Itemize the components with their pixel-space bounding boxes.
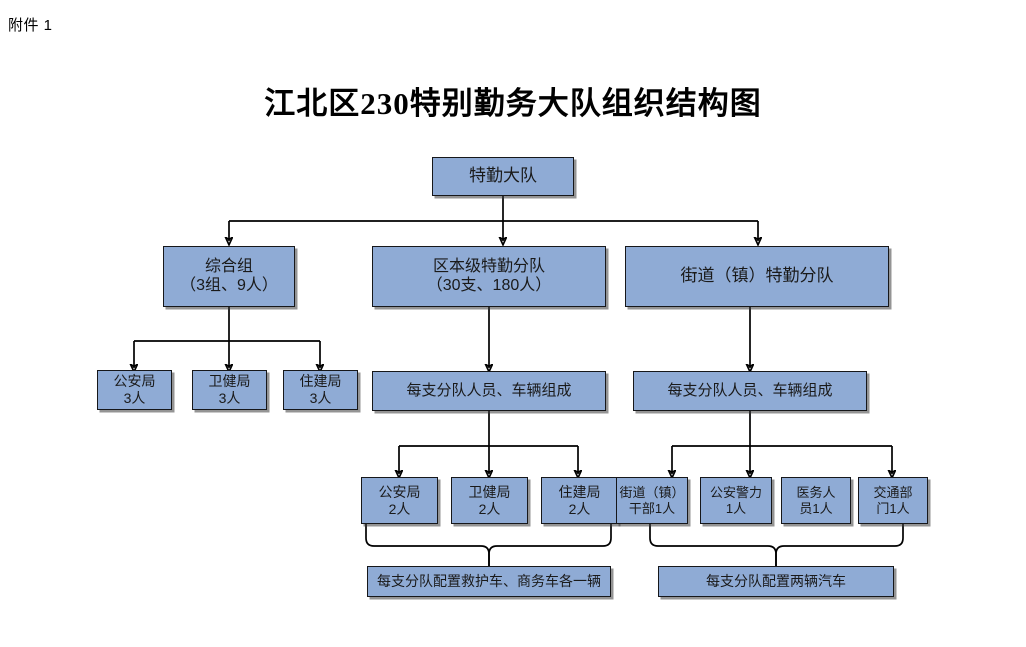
node-housing-construction-3-line1: 住建局 [299,373,342,390]
node-street-town-team[interactable]: 街道（镇）特勤分队 [625,246,889,307]
node-root[interactable]: 特勤大队 [432,157,574,196]
edge-l2b-to-depts [399,411,578,474]
node-street-town-team-line1: 街道（镇）特勤分队 [680,266,834,286]
node-transport-dept-1-line2: 门1人 [876,500,910,516]
node-medical-staff-1-line1: 医务人 [796,485,836,501]
node-public-security-3-line1: 公安局 [113,373,156,390]
edge-l1a-to-depts [134,307,320,368]
node-district-level-team-line1: 区本级特勤分队 [432,257,545,275]
node-housing-construction-2-line1: 住建局 [558,483,601,500]
node-team-composition-district-line1: 每支分队人员、车辆组成 [406,382,572,400]
node-housing-construction-2-line2: 2人 [568,500,591,517]
node-transport-dept-1-line1: 交通部 [873,485,913,501]
node-public-security-3-line2: 3人 [123,390,146,406]
node-comprehensive-group-line2: （3组、9人） [180,276,278,294]
node-comprehensive-group[interactable]: 综合组 （3组、9人） [163,246,295,307]
node-housing-construction-3-line2: 3人 [309,390,332,406]
node-vehicle-note-street-line1: 每支分队配置两辆汽车 [706,573,846,590]
node-district-level-team-line2: （30支、180人） [426,276,552,294]
node-vehicle-note-district-line1: 每支分队配置救护车、商务车各一辆 [377,573,601,590]
node-street-cadre-1[interactable]: 街道（镇） 干部1人 [616,477,688,524]
node-police-force-1-line2: 1人 [725,500,747,516]
node-health-commission-2[interactable]: 卫健局 2人 [451,477,528,524]
edge-l2c-to-units [672,411,892,474]
node-team-composition-street[interactable]: 每支分队人员、车辆组成 [633,371,867,411]
attachment-label: 附件 1 [8,17,53,34]
node-health-commission-3-line1: 卫健局 [208,373,251,390]
node-vehicle-note-street[interactable]: 每支分队配置两辆汽车 [658,566,894,597]
edge-brace-to-l4c [649,524,904,566]
node-health-commission-3-line2: 3人 [218,390,241,406]
node-public-security-2-line2: 2人 [388,500,411,517]
node-health-commission-2-line2: 2人 [478,500,501,517]
node-public-security-2-line1: 公安局 [378,483,421,500]
node-police-force-1[interactable]: 公安警力 1人 [700,477,772,524]
node-transport-dept-1[interactable]: 交通部 门1人 [858,477,928,524]
node-street-cadre-1-line1: 街道（镇） [619,485,685,501]
node-medical-staff-1[interactable]: 医务人 员1人 [781,477,851,524]
node-vehicle-note-district[interactable]: 每支分队配置救护车、商务车各一辆 [367,566,611,597]
page-title: 江北区230特别勤务大队组织结构图 [264,86,762,121]
node-team-composition-district[interactable]: 每支分队人员、车辆组成 [372,371,606,411]
node-medical-staff-1-line2: 员1人 [799,500,833,516]
node-root-line1: 特勤大队 [469,166,537,186]
node-public-security-3[interactable]: 公安局 3人 [97,370,172,410]
node-health-commission-3[interactable]: 卫健局 3人 [192,370,267,410]
node-comprehensive-group-line1: 综合组 [204,257,253,275]
node-police-force-1-line1: 公安警力 [709,485,762,501]
node-team-composition-street-line1: 每支分队人员、车辆组成 [667,382,833,400]
edge-root-to-level1 [229,196,758,241]
node-health-commission-2-line1: 卫健局 [468,483,511,500]
node-housing-construction-3[interactable]: 住建局 3人 [283,370,358,410]
node-public-security-2[interactable]: 公安局 2人 [361,477,438,524]
edge-brace-to-l4b [365,524,612,566]
node-district-level-team[interactable]: 区本级特勤分队 （30支、180人） [372,246,606,307]
node-street-cadre-1-line2: 干部1人 [628,500,676,516]
node-housing-construction-2[interactable]: 住建局 2人 [541,477,618,524]
